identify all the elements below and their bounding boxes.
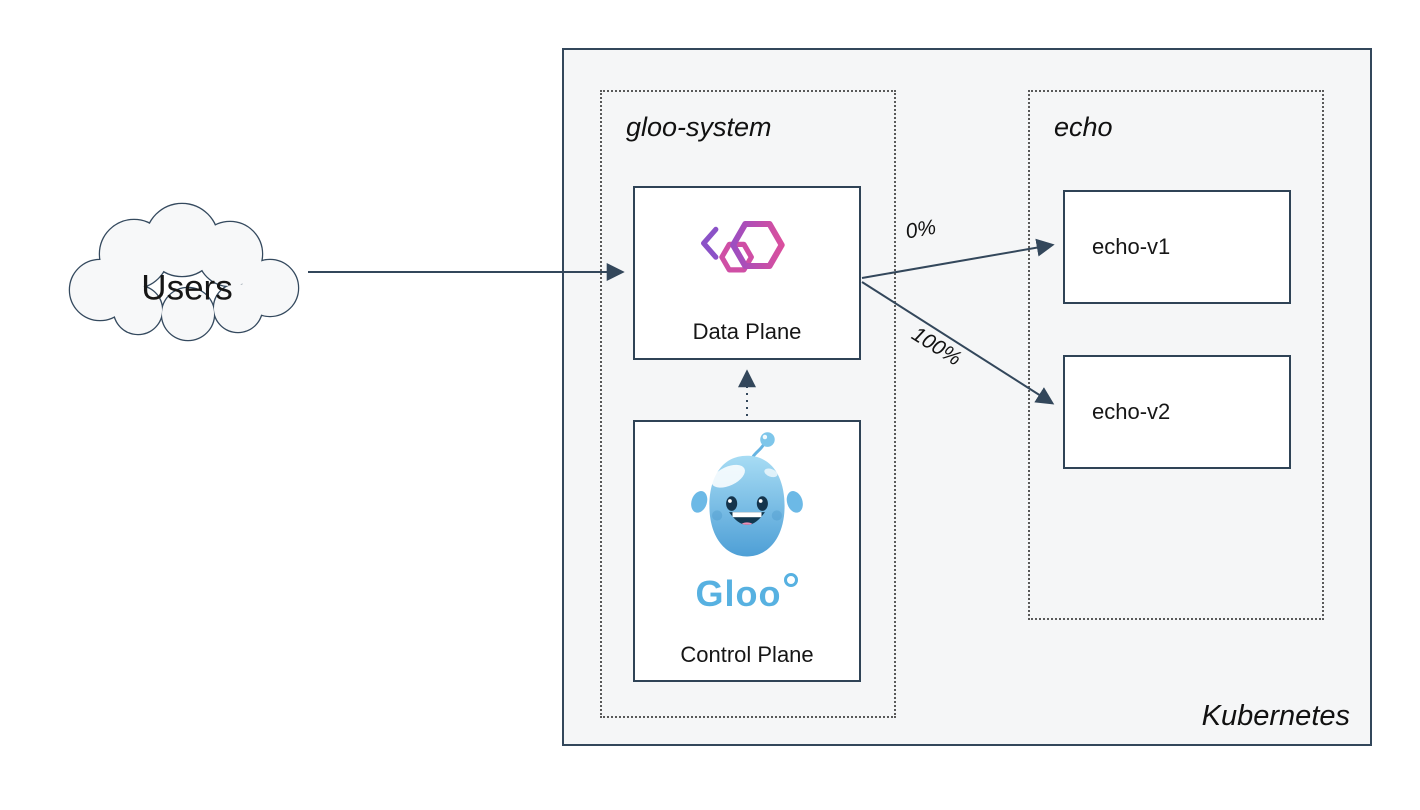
echo-v2-label: echo-v2 <box>1092 399 1171 424</box>
data-plane-label: Data Plane <box>692 319 802 344</box>
namespace-gloo-system: gloo-system <box>600 90 896 718</box>
gloo-wordmark-bubble-icon <box>784 573 799 587</box>
control-plane-label: Control Plane <box>680 642 814 667</box>
node-echo-v1: echo-v1 <box>1063 190 1291 304</box>
gloo-mascot-icon <box>691 432 803 557</box>
node-control-plane: Gloo Control Plane <box>633 420 861 682</box>
gloo-wordmark-text: Gloo <box>695 573 782 614</box>
users-cloud: Users <box>42 192 324 356</box>
gloo-hexagons-icon <box>701 220 785 273</box>
node-data-plane: Data Plane <box>633 186 861 360</box>
kubernetes-label: Kubernetes <box>1201 700 1350 732</box>
gloo-wordmark: Gloo <box>695 573 799 614</box>
node-echo-v2: echo-v2 <box>1063 355 1291 469</box>
users-label: Users <box>141 268 232 307</box>
namespace-gloo-system-label: gloo-system <box>626 112 772 142</box>
echo-v1-label: echo-v1 <box>1092 234 1171 259</box>
cloud-icon: Users <box>68 202 300 342</box>
namespace-echo-label: echo <box>1054 112 1113 142</box>
